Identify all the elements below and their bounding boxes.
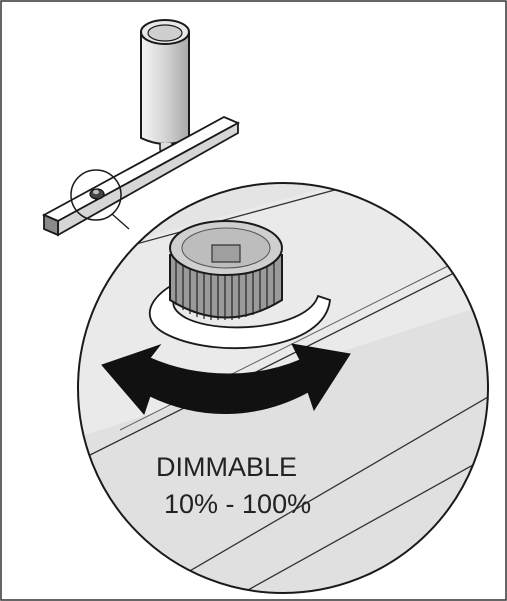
detail-marker-circle xyxy=(70,169,122,221)
surface-edge-line xyxy=(139,389,488,593)
dimmer-knob-small xyxy=(89,188,105,200)
rotation-arrow xyxy=(101,343,351,415)
magnifier-ring xyxy=(77,182,489,594)
surface-edge-line xyxy=(89,249,488,456)
surface-edge-line xyxy=(78,183,488,263)
knob-indicator-notch xyxy=(211,244,241,263)
detail-leader-line xyxy=(111,213,130,230)
dimming-range-label: 10% - 100% xyxy=(164,489,311,519)
rotation-guide-arc xyxy=(149,266,331,350)
pendant-stem xyxy=(140,19,190,153)
dimmer-knob-large xyxy=(169,220,283,320)
dimmable-label: DIMMABLE xyxy=(156,452,297,482)
surface-edge-line xyxy=(229,449,488,593)
